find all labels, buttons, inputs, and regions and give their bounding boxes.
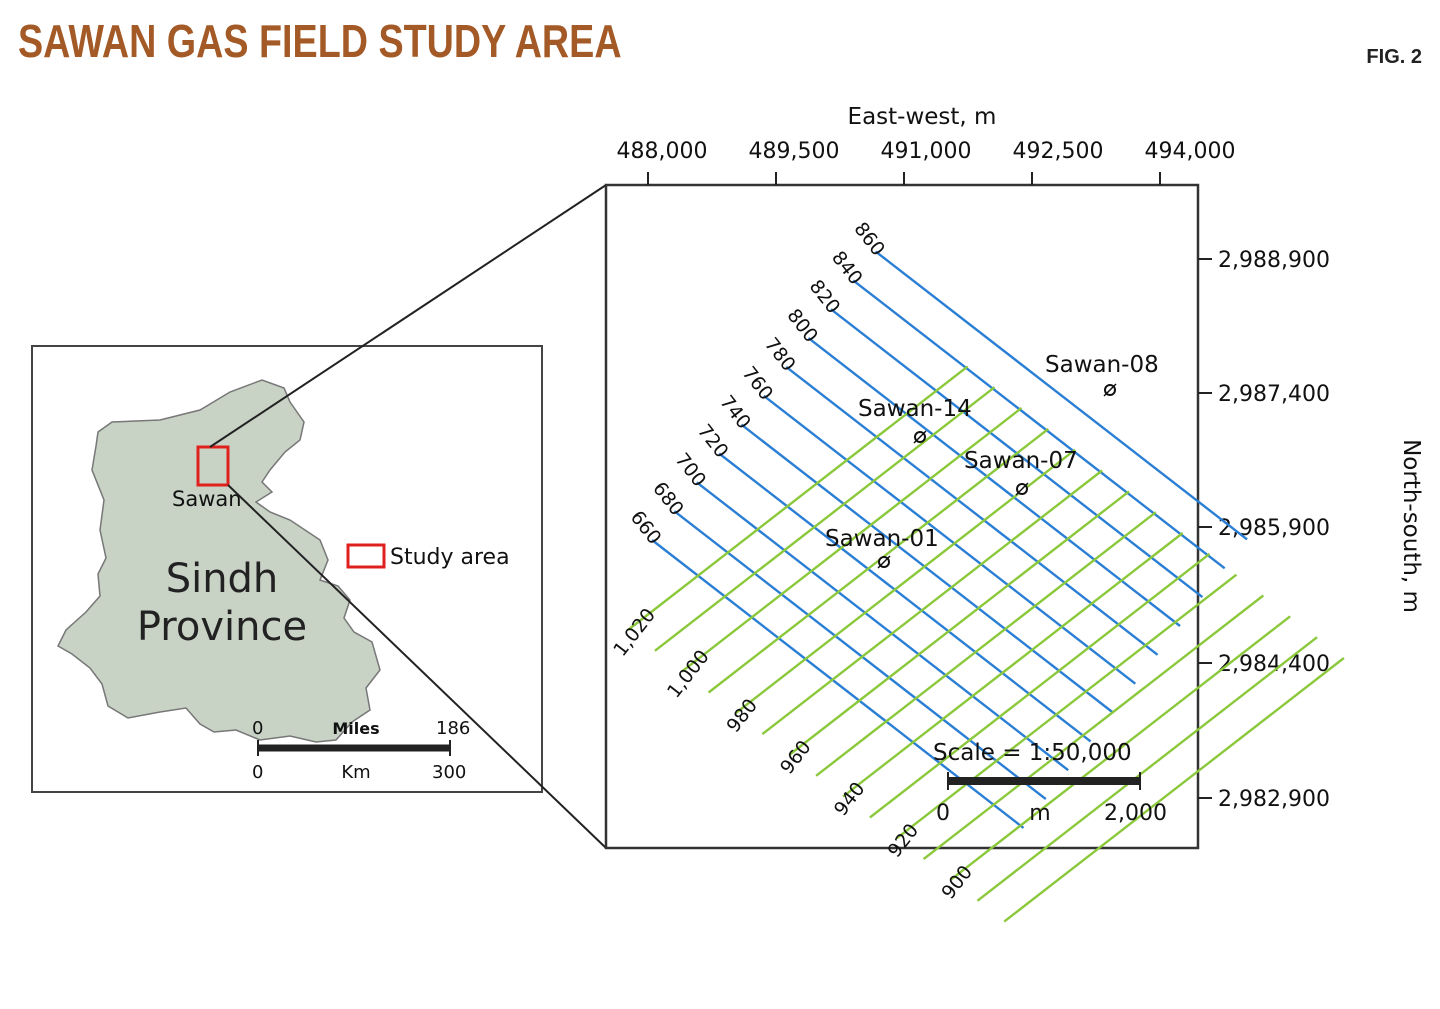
crossline-line bbox=[788, 490, 1130, 756]
y-tick-label: 2,982,900 bbox=[1218, 787, 1330, 812]
inline-line bbox=[874, 250, 1248, 541]
y-tick-marks bbox=[1198, 258, 1212, 799]
map-scale-unit: m bbox=[1029, 801, 1050, 826]
inline-line bbox=[852, 279, 1226, 570]
inset-map: Sawan Sindh Province Study area 0 Miles … bbox=[31, 345, 543, 793]
inset-scale-top-start: 0 bbox=[252, 718, 263, 739]
well-sawan-08: Sawan-08 bbox=[1045, 352, 1159, 397]
survey-map: East-west, m North-south, m 488,000 489,… bbox=[604, 104, 1424, 923]
crossline-line bbox=[627, 365, 969, 631]
crossline-line bbox=[869, 552, 1211, 819]
crossline-label: 900 bbox=[937, 861, 977, 903]
inline-line bbox=[785, 365, 1159, 656]
x-axis-title: East-west, m bbox=[848, 104, 997, 130]
y-tick-label: 2,984,400 bbox=[1218, 652, 1330, 677]
map-scale-title: Scale = 1:50,000 bbox=[933, 740, 1132, 766]
zoom-connector-top bbox=[209, 184, 607, 448]
map-scale-bar: Scale = 1:50,000 0 m 2,000 bbox=[933, 740, 1167, 826]
x-tick-marks bbox=[647, 172, 1161, 185]
well-symbol-stroke bbox=[877, 555, 891, 569]
y-tick-label: 2,988,900 bbox=[1218, 248, 1330, 273]
inset-scale-bottom-end: 300 bbox=[432, 762, 466, 783]
site-label-sawan: Sawan bbox=[172, 487, 242, 511]
crossline-line bbox=[895, 573, 1238, 840]
inline-line bbox=[695, 481, 1069, 772]
x-tick-label: 494,000 bbox=[1145, 139, 1236, 164]
figure-title: SAWAN GAS FIELD STUDY AREA bbox=[18, 15, 622, 67]
inline-line bbox=[740, 423, 1114, 714]
province-label-line2: Province bbox=[137, 604, 307, 650]
well-symbol-stroke bbox=[1015, 482, 1029, 496]
province-label-line1: Sindh bbox=[166, 556, 279, 602]
crossline-line bbox=[680, 407, 1023, 673]
y-tick-label: 2,985,900 bbox=[1218, 516, 1330, 541]
inset-scale-top-unit: Miles bbox=[332, 719, 379, 738]
survey-lines bbox=[627, 250, 1345, 923]
well-sawan-14: Sawan-14 bbox=[858, 396, 972, 444]
inline-line bbox=[673, 510, 1047, 801]
well-label: Sawan-14 bbox=[858, 396, 972, 422]
inline-line bbox=[763, 394, 1137, 685]
legend-study-area-label: Study area bbox=[390, 545, 510, 570]
crossline-line bbox=[761, 469, 1103, 736]
crossline-line bbox=[815, 511, 1157, 777]
well-label: Sawan-07 bbox=[964, 448, 1078, 474]
figure-number: FIG. 2 bbox=[1366, 46, 1422, 68]
x-tick-label: 491,000 bbox=[881, 139, 972, 164]
map-scale-start: 0 bbox=[936, 801, 950, 826]
x-tick-label: 488,000 bbox=[617, 139, 708, 164]
well-label: Sawan-08 bbox=[1045, 352, 1159, 378]
y-axis-title: North-south, m bbox=[1398, 439, 1424, 613]
x-tick-label: 492,500 bbox=[1013, 139, 1104, 164]
x-tick-label: 489,500 bbox=[749, 139, 840, 164]
crossline-line bbox=[922, 594, 1265, 861]
crossline-line bbox=[976, 636, 1318, 902]
well-sawan-01: Sawan-01 bbox=[825, 526, 939, 569]
inset-scale-top-end: 186 bbox=[436, 718, 470, 739]
zoom-connector-bottom bbox=[227, 484, 607, 849]
crossline-line bbox=[842, 532, 1184, 798]
crossline-line bbox=[949, 615, 1291, 881]
sindh-province-shape bbox=[57, 379, 381, 743]
inset-scale-bottom-start: 0 bbox=[252, 762, 263, 783]
well-symbol-stroke bbox=[913, 430, 927, 444]
well-symbol-stroke bbox=[1103, 383, 1117, 397]
well-sawan-07: Sawan-07 bbox=[964, 448, 1078, 496]
inset-scale-bar: 0 Miles 186 0 Km 300 bbox=[252, 718, 470, 783]
study-area-marker bbox=[196, 445, 230, 487]
map-scale-end: 2,000 bbox=[1104, 801, 1167, 826]
inline-line bbox=[807, 337, 1181, 627]
crossline-line bbox=[654, 386, 996, 652]
inset-scale-bottom-unit: Km bbox=[341, 762, 370, 783]
crossline-line bbox=[1003, 657, 1345, 923]
well-label: Sawan-01 bbox=[825, 526, 939, 552]
y-tick-label: 2,987,400 bbox=[1218, 382, 1330, 407]
legend-study-area-swatch bbox=[346, 543, 386, 569]
